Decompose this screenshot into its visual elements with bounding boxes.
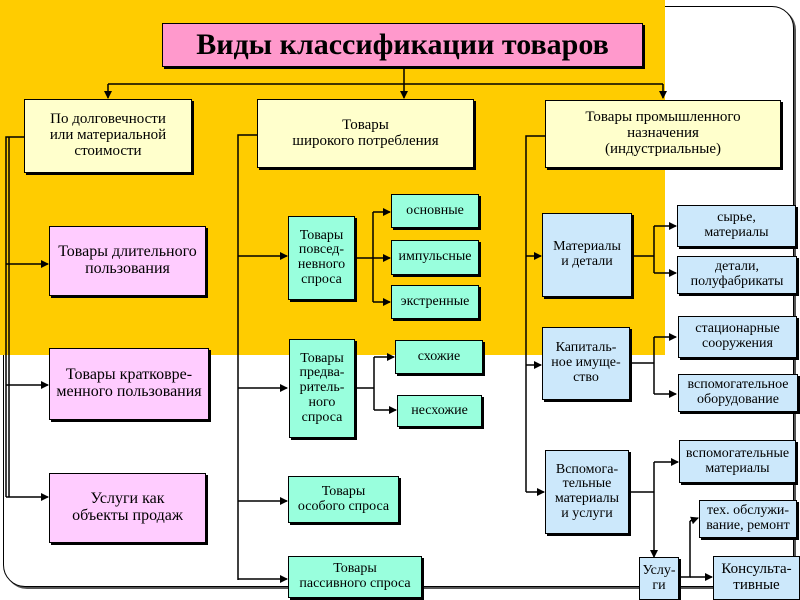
item-auxiliary-materials-services: Вспомога- тельные материалы и услуги xyxy=(545,450,629,534)
item-auxiliary-materials: вспомогательные материалы xyxy=(679,440,796,483)
item-maintenance-repair: тех. обслужи- вание, ремонт xyxy=(699,500,797,538)
connector-daily-branch xyxy=(355,212,374,302)
item-preselected-demand: Товары предва- ритель- ного спроса xyxy=(289,339,355,438)
item-special-demand: Товары особого спроса xyxy=(288,476,399,523)
item-stationary-structures: стационарные сооружения xyxy=(678,316,797,358)
page-title: Виды классификации товаров xyxy=(162,23,643,67)
item-long-use-goods: Товары длительного пользования xyxy=(49,226,206,296)
category-durability: По долговечности или материальной стоимо… xyxy=(24,99,192,173)
connector-auxiliary-branch xyxy=(629,462,655,493)
category-industrial: Товары промышленного назначения (индустр… xyxy=(545,100,781,168)
connector-durability-trunk xyxy=(5,136,24,497)
item-impulse: импульсные xyxy=(391,240,479,275)
item-passive-demand: Товары пассивного спроса xyxy=(288,556,422,598)
connector-materials-branch xyxy=(632,226,655,273)
connector-industrial-trunk xyxy=(525,135,545,492)
item-raw-materials: сырье, материалы xyxy=(677,205,796,247)
item-capital-property: Капиталь- ное имуще- ство xyxy=(542,327,630,400)
item-daily-demand: Товары повсед- невного спроса xyxy=(288,216,355,300)
connector-preselected-branch xyxy=(356,357,375,410)
item-short-use-goods: Товары кратковре- менного пользования xyxy=(49,348,209,420)
item-materials-parts: Материалы и детали xyxy=(542,213,632,297)
item-auxiliary-equipment: вспомогательное оборудование xyxy=(678,374,798,412)
category-consumer: Товары широкого потребления xyxy=(257,99,474,168)
item-semi-finished: детали, полуфабрикаты xyxy=(677,256,797,294)
item-consulting: Консульта- тивные xyxy=(713,556,800,600)
item-basic: основные xyxy=(391,194,479,228)
connector-services-branch xyxy=(679,521,691,578)
connector-to-maintenance xyxy=(689,516,699,525)
item-emergency: экстренные xyxy=(391,285,479,319)
item-similar: схожие xyxy=(395,340,483,374)
item-services-for-sale: Услуги как объекты продаж xyxy=(49,473,206,543)
connector-consumer-trunk xyxy=(237,134,257,580)
item-services: Услу- ги xyxy=(639,557,679,600)
item-dissimilar: несхожие xyxy=(397,395,482,427)
connector-capital-branch xyxy=(630,337,655,394)
